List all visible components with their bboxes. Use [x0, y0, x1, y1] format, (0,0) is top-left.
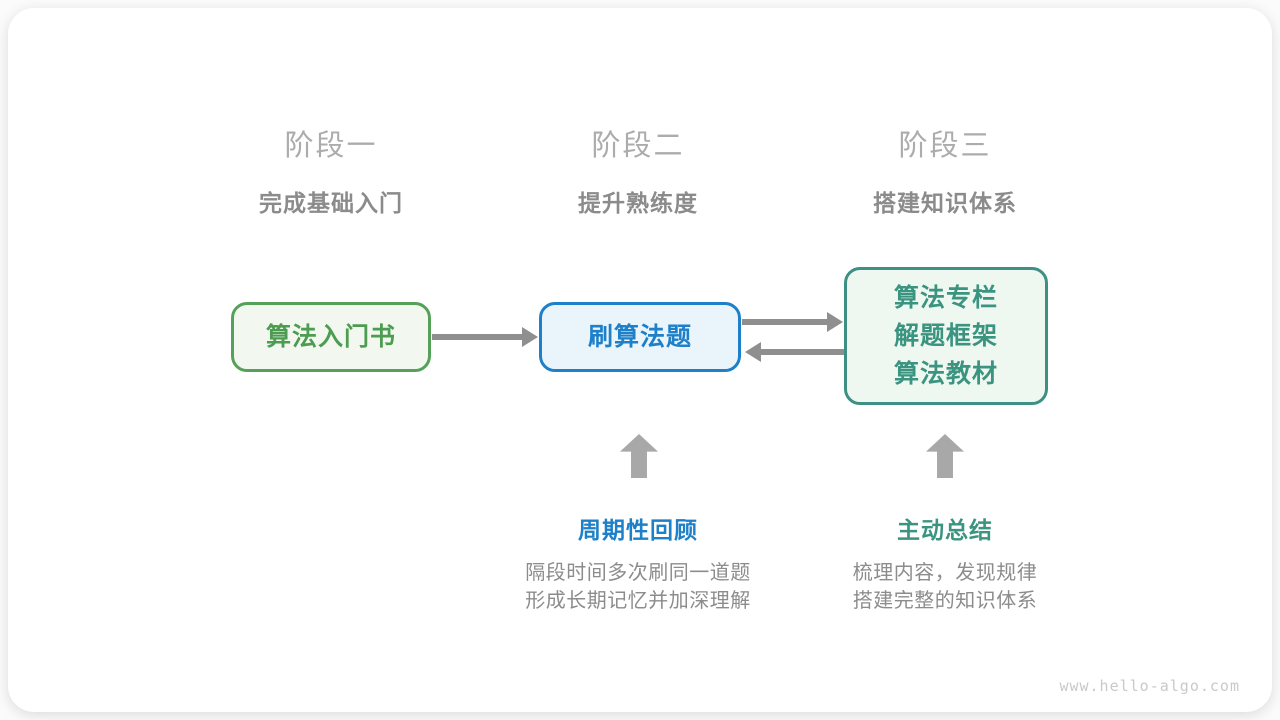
annotation-active-summary-desc: 梳理内容，发现规律 搭建完整的知识体系 — [755, 559, 1135, 615]
node-resource-line-3: 算法教材 — [893, 360, 998, 388]
node-practice-problems: 刷算法题 — [539, 302, 741, 372]
desc-line: 形成长期记忆并加深理解 — [525, 590, 751, 612]
node-intro-book-label: 算法入门书 — [265, 323, 396, 351]
up-arrow-icon-periodic-review — [620, 434, 658, 478]
arrow-right-icon-intro-to-practice — [432, 327, 538, 347]
stage-3-subtitle: 搭建知识体系 — [873, 190, 1017, 216]
stage-2-header: 阶段二 提升熟练度 — [478, 122, 798, 218]
watermark-url: www.hello-algo.com — [1059, 677, 1240, 695]
arrow-shaft — [742, 319, 829, 325]
up-arrow-icon-active-summary — [926, 434, 964, 478]
node-practice-problems-label: 刷算法题 — [587, 323, 692, 351]
arrow-head — [522, 327, 538, 347]
stage-2-subtitle: 提升熟练度 — [578, 190, 698, 216]
annotation-periodic-review-title: 周期性回顾 — [578, 517, 698, 543]
node-resource-line-1: 算法专栏 — [893, 284, 998, 312]
stage-3-header: 阶段三 搭建知识体系 — [785, 122, 1105, 218]
stage-2-title: 阶段二 — [591, 130, 685, 162]
desc-line: 梳理内容，发现规律 — [852, 562, 1038, 584]
node-resource-line-2: 解题框架 — [893, 322, 998, 350]
annotation-active-summary-title: 主动总结 — [897, 517, 993, 543]
desc-line: 隔段时间多次刷同一道题 — [525, 562, 751, 584]
stage-1-subtitle: 完成基础入门 — [259, 190, 403, 216]
desc-line: 搭建完整的知识体系 — [852, 590, 1038, 612]
node-intro-book: 算法入门书 — [231, 302, 431, 372]
node-knowledge-resources: 算法专栏 解题框架 算法教材 — [844, 267, 1048, 405]
stage-1-header: 阶段一 完成基础入门 — [171, 122, 491, 218]
arrow-left-icon-resources-to-practice — [745, 342, 844, 362]
arrow-head — [745, 342, 761, 362]
annotation-periodic-review-desc: 隔段时间多次刷同一道题 形成长期记忆并加深理解 — [448, 559, 828, 615]
arrow-shaft — [759, 349, 844, 355]
stage-1-title: 阶段一 — [284, 130, 378, 162]
stage-3-title: 阶段三 — [898, 130, 992, 162]
arrow-head — [827, 312, 843, 332]
arrow-shaft — [432, 334, 524, 340]
arrow-right-icon-practice-to-resources — [742, 312, 843, 332]
